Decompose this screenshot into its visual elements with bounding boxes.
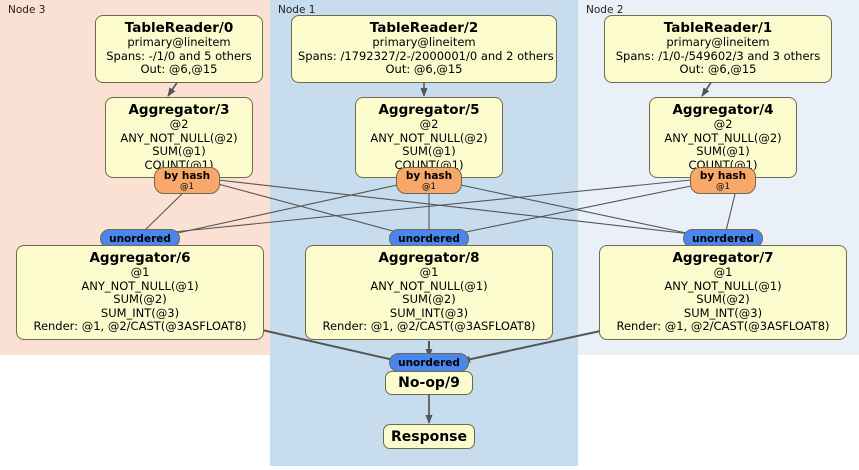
processor-detail-line: Spans: -/1/0 and 5 others [106, 48, 252, 63]
processor-detail-line: primary@lineitem [127, 35, 231, 49]
router-unordered-mid[interactable]: unordered [389, 229, 469, 248]
processor-title: TableReader/1 [663, 20, 773, 36]
processor-detail-line: @1 [419, 265, 439, 279]
router-unordered-right[interactable]: unordered [683, 229, 763, 248]
processor-aggregator-6[interactable]: Aggregator/6 @1 ANY_NOT_NULL(@1) SUM(@2)… [16, 245, 264, 340]
processor-detail-line: primary@lineitem [372, 35, 476, 49]
processor-tablereader-2[interactable]: TableReader/2 primary@lineitem Spans: /1… [291, 15, 557, 83]
processor-detail-line: ANY_NOT_NULL(@1) [664, 278, 782, 293]
router-by-hash-mid[interactable]: by hash @1 [396, 167, 462, 194]
router-label: unordered [109, 232, 171, 245]
processor-detail-line: SUM(@1) [402, 144, 456, 159]
processor-title: TableReader/0 [124, 20, 234, 36]
processor-detail-line: SUM_INT(@3) [389, 305, 469, 320]
processor-detail-line: Out: @6,@15 [140, 62, 218, 77]
processor-aggregator-3[interactable]: Aggregator/3 @2 ANY_NOT_NULL(@2) SUM(@1)… [105, 97, 253, 179]
router-label: unordered [398, 232, 460, 245]
processor-aggregator-8[interactable]: Aggregator/8 @1 ANY_NOT_NULL(@1) SUM(@2)… [305, 245, 553, 340]
processor-detail-line: Render: @1, @2/CAST(@3ASFLOAT8) [616, 319, 830, 334]
processor-detail-line: ANY_NOT_NULL(@2) [120, 130, 238, 145]
processor-detail-line: @1 [130, 265, 150, 279]
processor-detail-line: ANY_NOT_NULL(@2) [370, 130, 488, 145]
processor-title: Aggregator/7 [672, 250, 774, 266]
processor-detail-line: Spans: /1/0-/549602/3 and 3 others [615, 48, 821, 63]
processor-title: TableReader/2 [369, 20, 479, 36]
router-by-hash-right[interactable]: by hash @1 [690, 167, 756, 194]
processor-noop-9[interactable]: No-op/9 [385, 371, 473, 395]
processor-detail-line: ANY_NOT_NULL(@2) [664, 130, 782, 145]
router-unordered-final[interactable]: unordered [389, 353, 469, 372]
processor-detail-line: Render: @1, @2/CAST(@3ASFLOAT8) [33, 319, 247, 334]
processor-detail-line: @2 [419, 117, 439, 131]
router-label: by hash [699, 169, 747, 182]
processor-title: Response [390, 428, 468, 445]
router-sublabel: @1 [716, 181, 730, 192]
processor-detail-line: SUM(@1) [696, 144, 750, 159]
processor-title: Aggregator/8 [378, 250, 480, 266]
processor-title: Aggregator/5 [378, 102, 480, 118]
router-sublabel: @1 [422, 181, 436, 192]
router-label: by hash [405, 169, 453, 182]
processor-tablereader-1[interactable]: TableReader/1 primary@lineitem Spans: /1… [604, 15, 832, 83]
processor-detail-line: Out: @6,@15 [385, 62, 463, 77]
processor-detail-line: @2 [169, 117, 189, 131]
processor-detail-line: SUM(@2) [696, 292, 750, 307]
processor-detail-line: primary@lineitem [666, 35, 770, 49]
processor-tablereader-0[interactable]: TableReader/0 primary@lineitem Spans: -/… [95, 15, 263, 83]
processor-detail-line: Render: @1, @2/CAST(@3ASFLOAT8) [322, 319, 536, 334]
processor-aggregator-4[interactable]: Aggregator/4 @2 ANY_NOT_NULL(@2) SUM(@1)… [649, 97, 797, 179]
processor-response[interactable]: Response [383, 424, 475, 449]
processor-detail-line: SUM(@1) [152, 144, 206, 159]
node-panel-label-node1: Node 1 [278, 4, 316, 16]
router-label: by hash [163, 169, 211, 182]
router-label: unordered [398, 356, 460, 369]
processor-detail-line: ANY_NOT_NULL(@1) [370, 278, 488, 293]
processor-title: Aggregator/3 [128, 102, 230, 118]
processor-detail-line: SUM(@2) [113, 292, 167, 307]
processor-title: No-op/9 [398, 375, 460, 391]
router-by-hash-left[interactable]: by hash @1 [154, 167, 220, 194]
processor-title: Aggregator/6 [89, 250, 191, 266]
processor-detail-line: ANY_NOT_NULL(@1) [81, 278, 199, 293]
router-label: unordered [692, 232, 754, 245]
processor-detail-line: SUM_INT(@3) [683, 305, 763, 320]
node-panel-label-node2: Node 2 [586, 4, 624, 16]
processor-title: Aggregator/4 [672, 102, 774, 118]
processor-detail-line: Out: @6,@15 [679, 62, 757, 77]
processor-aggregator-5[interactable]: Aggregator/5 @2 ANY_NOT_NULL(@2) SUM(@1)… [355, 97, 503, 179]
processor-detail-line: SUM_INT(@3) [100, 305, 180, 320]
router-unordered-left[interactable]: unordered [100, 229, 180, 248]
router-sublabel: @1 [180, 181, 194, 192]
processor-detail-line: @1 [713, 265, 733, 279]
processor-detail-line: SUM(@2) [402, 292, 456, 307]
processor-detail-line: @2 [713, 117, 733, 131]
node-panel-label-node3: Node 3 [8, 4, 46, 16]
processor-aggregator-7[interactable]: Aggregator/7 @1 ANY_NOT_NULL(@1) SUM(@2)… [599, 245, 847, 340]
processor-detail-line: Spans: /1792327/2-/2000001/0 and 2 other… [298, 48, 554, 63]
